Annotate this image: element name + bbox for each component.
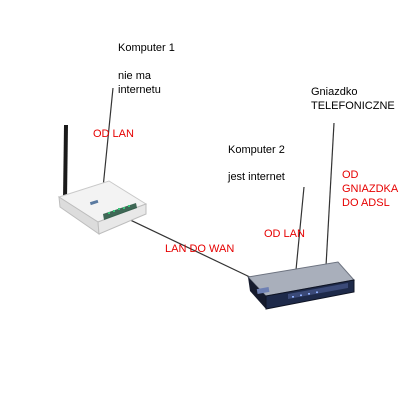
od-gniazdka-label: OD GNIAZDKA DO ADSL: [342, 169, 399, 209]
komputer1-title: Komputer 1: [118, 42, 175, 54]
cable-komputer1-to-router: [101, 87, 114, 199]
adsl-modem-icon: [246, 261, 355, 310]
komputer2-status: jest internet: [228, 171, 285, 183]
gniazdko-label: Gniazdko TELEFONICZNE: [311, 86, 395, 112]
od-lan-label-1: OD LAN: [93, 128, 134, 140]
cable-router-lan-to-modem-wan: [123, 216, 255, 280]
lan-do-wan-label: LAN DO WAN: [165, 243, 235, 255]
wifi-router-icon: [57, 125, 148, 236]
cable-komputer2-to-modem: [295, 186, 305, 271]
komputer2-title: Komputer 2: [228, 144, 285, 156]
cable-phone-socket-to-modem: [325, 122, 335, 267]
komputer1-status: nie ma internetu: [118, 70, 161, 96]
od-lan-label-2: OD LAN: [264, 228, 305, 240]
